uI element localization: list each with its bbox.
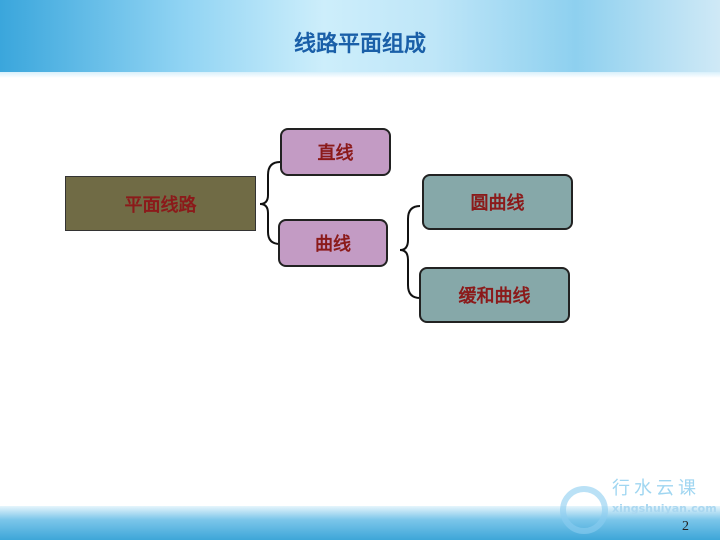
node-curve: 曲线 (278, 219, 388, 267)
page-number: 2 (682, 519, 689, 534)
node-transition-curve: 缓和曲线 (419, 267, 570, 323)
bracket-level1 (259, 161, 281, 245)
header-banner (0, 0, 720, 78)
slide-title: 线路平面组成 (293, 32, 426, 57)
node-straight-line: 直线 (280, 128, 391, 176)
node-circular-curve: 圆曲线 (422, 174, 573, 230)
logo-text: 行水云课 (612, 478, 700, 499)
logo-subtext: xingshuiyan.com (612, 502, 717, 515)
node-plane-route: 平面线路 (65, 176, 256, 231)
bracket-level2 (399, 205, 421, 299)
wave-logo-icon (560, 486, 608, 534)
